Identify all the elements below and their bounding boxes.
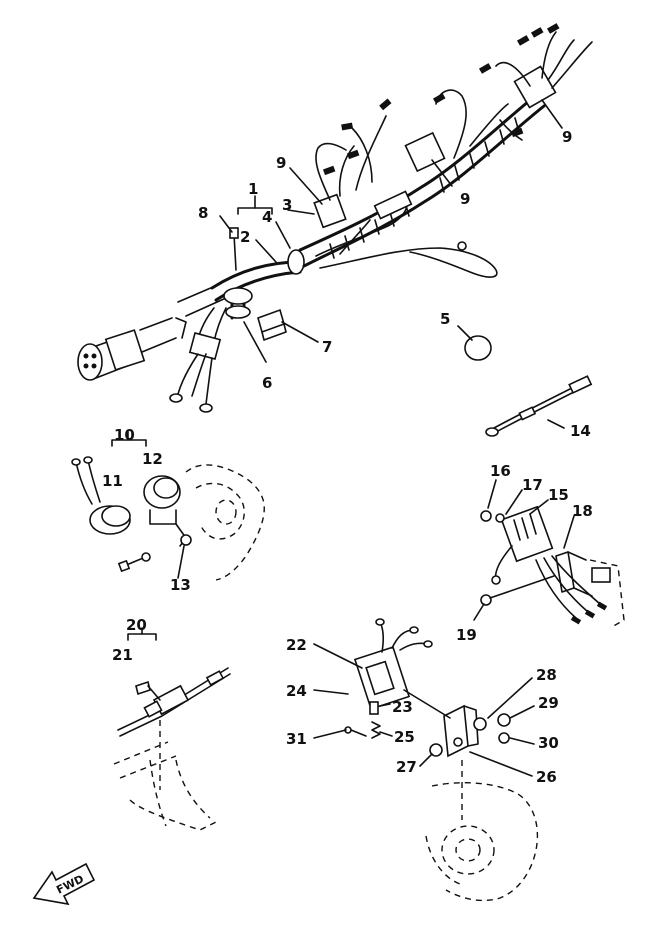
callout-24: 24 <box>286 682 307 700</box>
leader-lines <box>111 99 575 777</box>
ground-cable-14 <box>485 375 593 437</box>
callout-6: 6 <box>262 374 272 392</box>
stop-switch-group <box>113 667 231 831</box>
wire-terminals <box>322 23 560 176</box>
cap-5 <box>464 335 492 361</box>
cdi-unit-group <box>344 618 539 902</box>
callout-25: 25 <box>394 728 415 746</box>
callout-9b: 9 <box>460 190 470 208</box>
callout-29: 29 <box>538 694 559 712</box>
callout-13: 13 <box>170 576 191 594</box>
rectifier-group <box>480 505 625 629</box>
corrugated-tube <box>298 90 546 268</box>
callout-15: 15 <box>548 486 569 504</box>
callout-17: 17 <box>522 476 543 494</box>
harness-clamp <box>313 65 557 229</box>
callout-26: 26 <box>536 768 557 786</box>
callout-12: 12 <box>142 450 163 468</box>
wire-harness <box>77 23 593 437</box>
callout-18: 18 <box>572 502 593 520</box>
callout-4: 4 <box>262 208 272 226</box>
callout-11: 11 <box>102 472 123 490</box>
fwd-arrow-icon: FWD <box>32 862 96 906</box>
callout-28: 28 <box>536 666 557 684</box>
callout-23: 23 <box>392 698 413 716</box>
callout-1: 1 <box>248 180 258 198</box>
callout-numbers: 1 2 3 4 5 6 7 8 9 9 9 10 11 12 13 14 15 … <box>102 128 593 786</box>
callout-16: 16 <box>490 462 511 480</box>
callout-30: 30 <box>538 734 559 752</box>
callout-9a: 9 <box>276 154 286 172</box>
callout-22: 22 <box>286 636 307 654</box>
callout-14: 14 <box>570 422 591 440</box>
callout-19: 19 <box>456 626 477 644</box>
bolt-8 <box>229 227 239 271</box>
callout-27: 27 <box>396 758 417 776</box>
harness-connector-plug <box>77 317 187 381</box>
callout-31: 31 <box>286 730 307 748</box>
callout-21: 21 <box>112 646 133 664</box>
callout-8: 8 <box>198 204 208 222</box>
callout-9c: 9 <box>562 128 572 146</box>
engine-outline-left <box>185 464 265 581</box>
callout-3: 3 <box>282 196 292 214</box>
callout-10: 10 <box>114 426 135 444</box>
bracket-7 <box>257 308 287 341</box>
callout-7: 7 <box>322 338 332 356</box>
callout-5: 5 <box>440 310 450 328</box>
callout-20: 20 <box>126 616 147 634</box>
callout-2: 2 <box>240 228 250 246</box>
ignition-coil-group <box>71 456 192 573</box>
